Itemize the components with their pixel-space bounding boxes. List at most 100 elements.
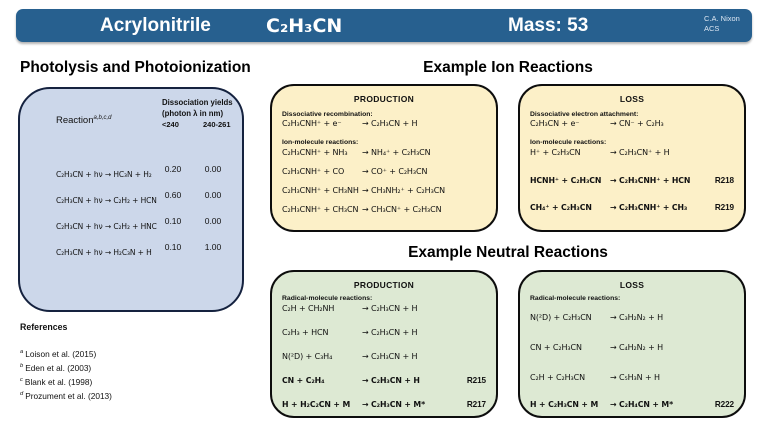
reaction-column-label: Reactiona,b,c,d [56, 115, 112, 126]
reactants: CN + C₂H₄ [282, 376, 325, 385]
reaction-row: N(²D) + C₂H₃CN → C₃H₂N₂ + H [530, 313, 734, 323]
column-240-261: 240-261 [203, 120, 231, 129]
reaction-row: HCNH⁺ + C₂H₃CN → C₂H₃CNH⁺ + HCN R218 [530, 176, 734, 186]
reactants: C₂H₃CNH⁺ + CH₃NH [282, 186, 359, 195]
yield-value: 0.00 [204, 164, 222, 174]
ion-production-panel: PRODUCTION Dissociative recombination: C… [270, 84, 498, 232]
reactants: H + H₂C₂CN + M [282, 400, 351, 409]
references-heading: References [20, 322, 68, 332]
photolysis-equation: C₂H₃CN + hν → H₂C₃N + H [56, 248, 152, 257]
group-label: Dissociative recombination: [282, 111, 373, 118]
products: → CH₃CN⁺ + C₂H₃CN [362, 205, 442, 214]
reaction-row: C₂H + CH₂NH → C₂H₃CN + H [282, 304, 486, 314]
panel-title: PRODUCTION [353, 94, 415, 104]
compound-name: Acrylonitrile [100, 15, 211, 36]
reactants: C₂H₃CNH⁺ + e⁻ [282, 119, 342, 128]
reactants: HCNH⁺ + C₂H₃CN [530, 176, 602, 185]
reaction-row: CN + C₂H₄ → C₂H₃CN + H R215 [282, 376, 486, 386]
yield-value: 0.10 [164, 216, 182, 226]
panel-title: LOSS [619, 280, 645, 290]
neutral-loss-panel: LOSS Radical-molecule reactions: N(²D) +… [518, 270, 746, 418]
reaction-id: R217 [466, 400, 486, 409]
reaction-id: R219 [714, 203, 734, 212]
reaction-row: N(²D) + C₃H₄ → C₂H₃CN + H [282, 352, 486, 362]
reaction-row: H + C₂H₃CN + M → C₂H₄CN + M* R222 [530, 400, 734, 410]
products: → C₂H₃CN + H [362, 119, 418, 128]
reaction-row: H + H₂C₂CN + M → C₂H₃CN + M* R217 [282, 400, 486, 410]
reference-mark: d [20, 391, 24, 398]
products: → C₂H₄CN + M* [610, 400, 674, 409]
reactants: C₂H₃CNH⁺ + CO [282, 167, 345, 176]
products: → C₂H₃CN⁺ + H [610, 148, 670, 157]
products: → CO⁺ + C₂H₃CN [362, 167, 428, 176]
reaction-id: R222 [714, 400, 734, 409]
photolysis-row: C₂H₃CN + hν → C₂H₂ + HNC 0.10 0.00 [56, 216, 236, 231]
products: → CH₃NH₂⁺ + C₂H₃CN [362, 186, 446, 195]
reactants: CH₄⁺ + C₂H₃CN [530, 203, 592, 212]
photolysis-row: C₂H₃CN + hν → HC₃N + H₂ 0.20 0.00 [56, 164, 236, 179]
reference-text: Prozument et al. (2013) [25, 390, 112, 401]
products: → C₂H₃CN + H [362, 352, 418, 361]
panel-title: LOSS [619, 94, 645, 104]
products: → C₂H₃CNH⁺ + CH₃ [610, 203, 688, 212]
reactants: C₂H₃CNH⁺ + CH₃CN [282, 205, 359, 214]
reactants: N(²D) + C₂H₃CN [530, 313, 592, 322]
photolysis-row: C₂H₃CN + hν → C₂H₂ + HCN 0.60 0.00 [56, 190, 236, 205]
group-label: Ion-molecule reactions: [282, 139, 359, 146]
products: → NH₄⁺ + C₂H₃CN [362, 148, 431, 157]
reactants: C₂H + CH₂NH [282, 304, 335, 313]
yield-value: 1.00 [204, 242, 222, 252]
products: → C₂H₃CN + M* [362, 400, 426, 409]
reference-mark: b [20, 363, 24, 370]
reaction-row: H⁺ + C₂H₃CN → C₂H₃CN⁺ + H [530, 148, 734, 158]
photolysis-equation: C₂H₃CN + hν → C₂H₂ + HCN [56, 196, 157, 205]
products: → CN⁻ + C₂H₃ [610, 119, 664, 128]
reference-mark: a [20, 349, 24, 355]
credit-org: ACS [704, 24, 720, 33]
neutral-production-panel: PRODUCTION Radical-molecule reactions: C… [270, 270, 498, 418]
photolysis-heading: Photolysis and Photoionization [20, 59, 251, 76]
reaction-row: C₂H + C₂H₃CN → C₅H₃N + H [530, 373, 734, 383]
photolysis-panel: Reactiona,b,c,d Dissociation yields (pho… [18, 87, 244, 312]
reaction-id: R218 [714, 176, 734, 185]
reactants: C₂H + C₂H₃CN [530, 373, 585, 382]
reactants: H⁺ + C₂H₃CN [530, 148, 581, 157]
reference-text: Eden et al. (2003) [25, 362, 92, 373]
mass-label: Mass: 53 [508, 15, 589, 36]
products: → C₂H₃CNH⁺ + HCN [610, 176, 691, 185]
group-label: Dissociative electron attachment: [530, 111, 639, 118]
reactants: H + C₂H₃CN + M [530, 400, 599, 409]
reaction-row: C₂H₃ + HCN → C₂H₃CN + H [282, 328, 486, 338]
reactants: N(²D) + C₃H₄ [282, 352, 333, 361]
reference-mark: c [20, 377, 23, 384]
reactants: C₂H₃ + HCN [282, 328, 329, 337]
reactants: CN + C₂H₃CN [530, 343, 582, 352]
column-lt240: <240 [162, 120, 179, 129]
reaction-row: C₂H₃CN + e⁻ → CN⁻ + C₂H₃ [530, 119, 734, 129]
reaction-label-text: Reaction [56, 115, 94, 127]
ion-loss-panel: LOSS Dissociative electron attachment: C… [518, 84, 746, 232]
reaction-row: C₂H₃CNH⁺ + CO → CO⁺ + C₂H₃CN [282, 167, 486, 177]
yield-value: 0.10 [164, 242, 182, 252]
group-label: Radical-molecule reactions: [282, 295, 373, 302]
reaction-row: C₂H₃CNH⁺ + CH₃CN → CH₃CN⁺ + C₂H₃CN [282, 205, 486, 215]
products: → C₃H₂N₂ + H [610, 313, 664, 322]
yield-value: 0.00 [204, 190, 222, 200]
credit-block: C.A. Nixon ACS [704, 14, 740, 34]
photolysis-equation: C₂H₃CN + hν → C₂H₂ + HNC [56, 222, 157, 231]
photolysis-row: C₂H₃CN + hν → H₂C₃N + H 0.10 1.00 [56, 242, 236, 257]
products: → C₄H₂N₂ + H [610, 343, 664, 352]
yield-value: 0.60 [164, 190, 182, 200]
reaction-row: CH₄⁺ + C₂H₃CN → C₂H₃CNH⁺ + CH₃ R219 [530, 203, 734, 213]
reaction-row: C₂H₃CNH⁺ + NH₃ → NH₄⁺ + C₂H₃CN [282, 148, 486, 158]
yield-value: 0.20 [164, 164, 182, 174]
reaction-footnote-marks: a,b,c,d [93, 115, 112, 121]
reaction-row: C₂H₃CNH⁺ + CH₃NH → CH₃NH₂⁺ + C₂H₃CN [282, 186, 486, 196]
reference-text: Loison et al. (2015) [25, 348, 97, 359]
reference-text: Blank et al. (1998) [24, 376, 93, 387]
yield-header-line2: (photon λ in nm) [162, 108, 224, 118]
group-label: Radical-molecule reactions: [530, 295, 621, 302]
